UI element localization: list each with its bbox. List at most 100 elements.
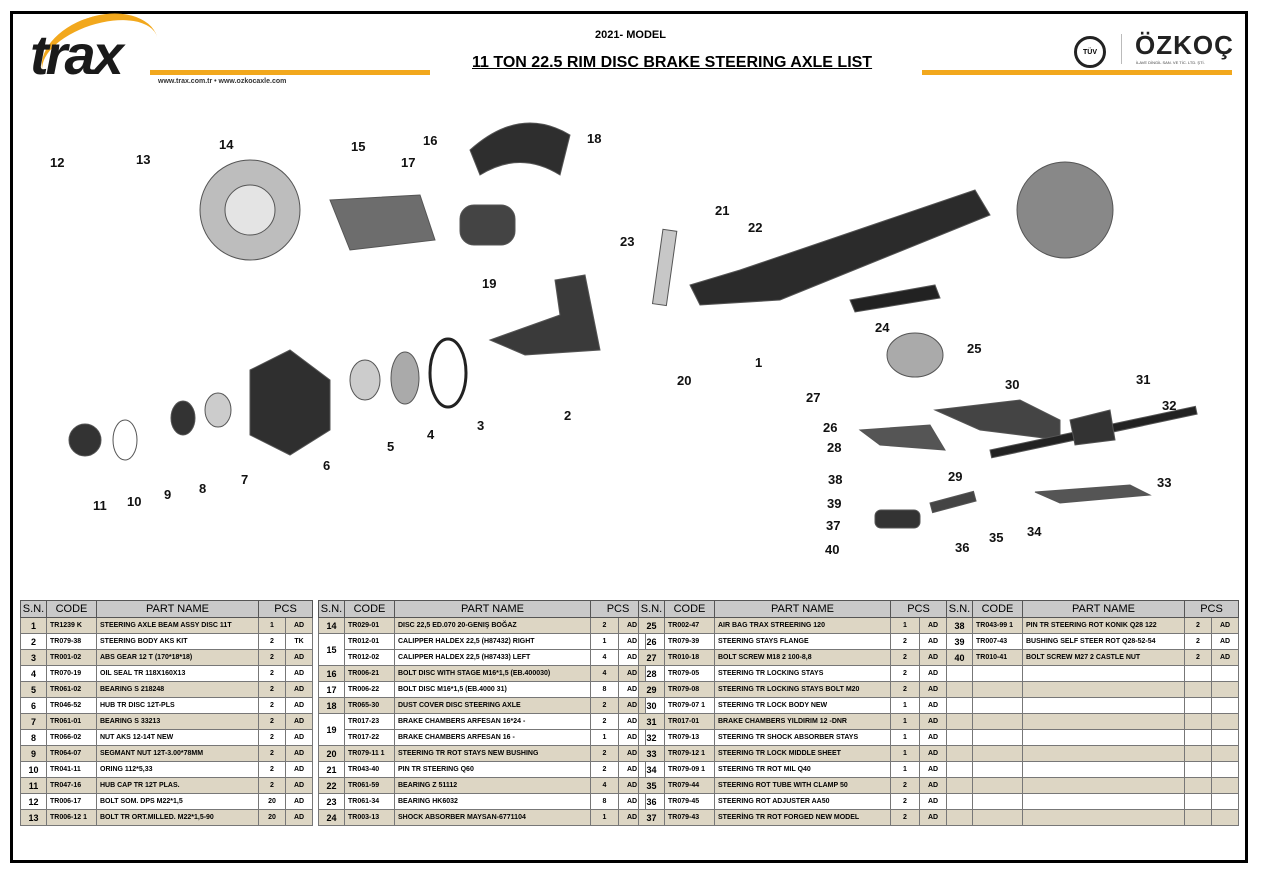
row-code: TR079-44 (664, 777, 715, 794)
row-sn: 6 (20, 697, 47, 714)
empty-row (946, 681, 1239, 698)
row-unit: AD (919, 713, 947, 730)
row-part-name: BRAKE CHAMBERS ARFESAN 16 - (394, 729, 591, 746)
row-qty: 2 (590, 617, 619, 634)
row-qty: 2 (258, 745, 286, 762)
empty-row (946, 665, 1239, 682)
row-unit: AD (919, 777, 947, 794)
header-code: CODE (46, 600, 97, 618)
row-unit: AD (919, 633, 947, 650)
header-accent-bar-right (922, 70, 1232, 75)
row-qty: 2 (258, 665, 286, 682)
row-unit: AD (1211, 633, 1239, 650)
row-sn: 31 (638, 713, 665, 730)
row-sn: 9 (20, 745, 47, 762)
row-qty: 8 (590, 681, 619, 698)
callout-39: 39 (827, 496, 842, 511)
row-sn: 12 (20, 793, 47, 810)
rot-adjuster (929, 490, 977, 514)
brake-chamber (459, 204, 516, 246)
row-part-name: STEERING TR ROT MIL Q40 (714, 761, 891, 778)
row-sn: 27 (638, 649, 665, 666)
callout-8: 8 (199, 481, 207, 496)
row-part-name: ABS GEAR 12 T (170*18*18) (96, 649, 259, 666)
row-code: TR043-40 (344, 761, 395, 778)
callout-20: 20 (677, 373, 692, 388)
header-sn: S.N. (20, 600, 47, 618)
row-code: TR017-23 (344, 713, 395, 730)
row-part-name: BOLT DISC M16*1,5 (EB.4000 31) (394, 681, 591, 698)
row-code: TR061-02 (46, 681, 97, 698)
header-sn: S.N. (318, 600, 345, 618)
row-qty: 2 (590, 761, 619, 778)
row-qty: 2 (890, 777, 920, 794)
row-sn: 23 (318, 793, 345, 810)
row-part-name: BEARING HK6032 (394, 793, 591, 810)
header-pcs: PCS (590, 600, 646, 618)
row-qty: 4 (590, 777, 619, 794)
row-unit: AD (919, 809, 947, 826)
row-sn: 28 (638, 665, 665, 682)
row-part-name: STEERING ROT ADJUSTER AA50 (714, 793, 891, 810)
row-unit: AD (919, 793, 947, 810)
page-title: 11 TON 22.5 RIM DISC BRAKE STEERING AXLE… (472, 54, 873, 71)
header-part-name: PART NAME (394, 600, 591, 618)
row-code: TR061-01 (46, 713, 97, 730)
websites: www.trax.com.tr • www.ozkocaxle.com (158, 78, 287, 85)
ozkoc-logo: ÖZKOÇ (1135, 30, 1234, 60)
callout-19: 19 (482, 276, 497, 291)
callout-31: 31 (1136, 372, 1151, 387)
row-sn: 8 (20, 729, 47, 746)
header-pcs: PCS (258, 600, 313, 618)
row-part-name: BRAKE CHAMBERS YILDIRIM 12 -DNR (714, 713, 891, 730)
trax-logo: trax (30, 23, 124, 86)
row-sn: 19 (318, 713, 345, 746)
row-part-name: STEERING TR LOCK BODY NEW (714, 697, 891, 714)
row-qty: 1 (590, 633, 619, 650)
row-sn: 40 (946, 649, 973, 666)
callout-34: 34 (1027, 524, 1042, 539)
row-sn: 34 (638, 761, 665, 778)
row-part-name: CALIPPER HALDEX 22,5 (H87433) LEFT (394, 649, 591, 666)
header-pcs: PCS (1184, 600, 1239, 618)
callout-26: 26 (823, 420, 838, 435)
empty-row (946, 745, 1239, 762)
row-unit: AD (919, 729, 947, 746)
row-sn: 14 (318, 617, 345, 634)
row-qty: 2 (258, 633, 286, 650)
row-qty: 1 (890, 761, 920, 778)
header-accent-bar-left (150, 70, 430, 75)
row-part-name: STEERING AXLE BEAM ASSY DISC 11T (96, 617, 259, 634)
row-code: TR006-21 (344, 665, 395, 682)
row-qty: 2 (1184, 649, 1212, 666)
axle-disc-assembled (1016, 161, 1114, 259)
row-unit: AD (285, 697, 313, 714)
row-sn: 25 (638, 617, 665, 634)
row-part-name: PIN TR STEERING Q60 (394, 761, 591, 778)
header-pcs: PCS (890, 600, 947, 618)
row-code: TR079-05 (664, 665, 715, 682)
row-qty: 1 (890, 729, 920, 746)
callout-14: 14 (219, 137, 234, 152)
row-part-name: STEERING TR SHOCK ABSORBER STAYS (714, 729, 891, 746)
callout-6: 6 (323, 458, 331, 473)
empty-row (946, 697, 1239, 714)
row-qty: 2 (258, 777, 286, 794)
row-sn: 4 (20, 665, 47, 682)
row-code: TR079-43 (664, 809, 715, 826)
axle-nut (170, 400, 196, 436)
empty-row (946, 729, 1239, 746)
